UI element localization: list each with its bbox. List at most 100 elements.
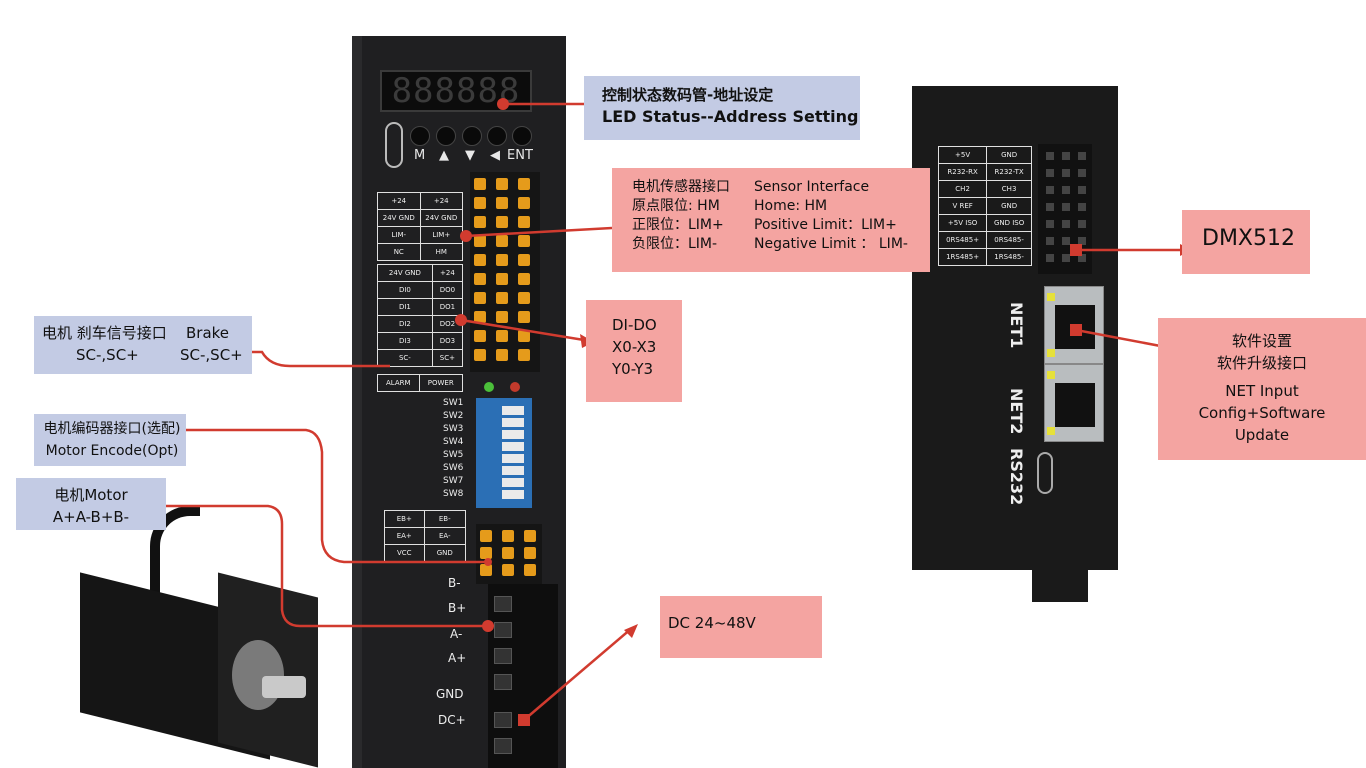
- alarm-led: [510, 382, 520, 392]
- button-label-up: ▲: [439, 148, 449, 163]
- header-pin: [1078, 203, 1086, 211]
- screw-terminal: [494, 648, 512, 664]
- header-pin: [1046, 152, 1054, 160]
- callout-text: 电机编码器接口(选配): [43, 421, 181, 437]
- motor-cable: [150, 506, 200, 616]
- power-label: DC+: [438, 713, 466, 727]
- power-label: POWER: [418, 374, 463, 392]
- net2-port[interactable]: [1044, 364, 1104, 442]
- button-label-ent: ENT: [507, 148, 533, 163]
- alarm-label: ALARM: [377, 374, 420, 392]
- callout-text: Positive Limit：LIM+: [754, 217, 897, 233]
- terminal-pin: [496, 197, 508, 209]
- down-button[interactable]: [462, 126, 482, 146]
- callout-text: SC-,SC+: [76, 346, 139, 364]
- screw-terminal: [494, 712, 512, 728]
- motor-hub: [232, 640, 284, 710]
- dip-label: SW6: [443, 463, 464, 473]
- terminal-pin: [518, 197, 530, 209]
- marker-dot: [482, 620, 494, 632]
- terminal-pin: [474, 311, 486, 323]
- terminal-pin: [474, 197, 486, 209]
- callout-net: 软件设置 软件升级接口 NET Input Config+Software Up…: [1158, 318, 1366, 460]
- header-pin: [1046, 254, 1054, 262]
- callout-text: 软件升级接口: [1216, 354, 1307, 372]
- header-pin: [1046, 237, 1054, 245]
- header-pin: [1046, 203, 1054, 211]
- terminal-pin: [496, 273, 508, 285]
- terminal-pin: [518, 292, 530, 304]
- header-pin: [1062, 186, 1070, 194]
- callout-text: Negative Limit ： LIM-: [754, 236, 908, 252]
- terminal-pin: [518, 178, 530, 190]
- terminal-pin: [474, 235, 486, 247]
- terminal-pin: [524, 530, 536, 542]
- power-label: B-: [448, 576, 461, 590]
- callout-text: DI-DO: [612, 316, 657, 334]
- callout-text: SC-,SC+: [180, 346, 243, 364]
- terminal-pin: [502, 547, 514, 559]
- marker-dot: [484, 558, 492, 566]
- callout-motor: 电机Motor A+A-B+B-: [16, 478, 166, 530]
- ent-button[interactable]: [512, 126, 532, 146]
- dip-label: SW3: [443, 424, 464, 434]
- terminal-pin: [502, 564, 514, 576]
- dip-label: SW4: [443, 437, 464, 447]
- terminal-pin: [518, 216, 530, 228]
- rs232-port[interactable]: [1037, 452, 1053, 494]
- callout-text: 软件设置: [1231, 332, 1292, 350]
- terminal-pin: [496, 178, 508, 190]
- callout-text: LED Status--Address Setting: [602, 107, 859, 126]
- terminal-pin: [474, 254, 486, 266]
- callout-dmx: DMX512: [1182, 210, 1310, 274]
- screw-terminal: [494, 738, 512, 754]
- up-button[interactable]: [436, 126, 456, 146]
- dip-label: SW7: [443, 476, 464, 486]
- arrow-head: [624, 624, 638, 638]
- header-pin: [1062, 152, 1070, 160]
- header-pin: [1062, 254, 1070, 262]
- callout-text: 负限位：LIM-: [632, 236, 718, 252]
- terminal-pin: [518, 349, 530, 361]
- terminal-pin: [524, 564, 536, 576]
- marker-square: [1070, 244, 1082, 256]
- leader-dido: [460, 318, 585, 342]
- dmx-header[interactable]: [1038, 144, 1092, 274]
- led-display: 888888: [380, 70, 532, 112]
- motor-shaft: [262, 676, 306, 698]
- terminal-pin: [474, 273, 486, 285]
- power-connector[interactable]: [488, 584, 558, 768]
- header-pin: [1062, 237, 1070, 245]
- callout-text: Update: [1234, 426, 1290, 444]
- header-pin: [1078, 152, 1086, 160]
- dip-label: SW1: [443, 398, 464, 408]
- header-pin: [1078, 186, 1086, 194]
- header-pin: [1078, 254, 1086, 262]
- m-button[interactable]: [410, 126, 430, 146]
- header-pin: [1046, 186, 1054, 194]
- callout-text: NET Input: [1225, 382, 1299, 400]
- callout-sensor: 电机传感器接口 原点限位: HM 正限位：LIM+ 负限位：LIM- Senso…: [612, 168, 930, 272]
- left-button[interactable]: [487, 126, 507, 146]
- dip-switch[interactable]: [476, 398, 532, 508]
- callout-text: Motor Encode(Opt): [45, 443, 179, 459]
- header-pin: [1062, 203, 1070, 211]
- pin-cell: 1RS485+: [937, 248, 988, 266]
- terminal-cell: SC+: [431, 349, 464, 367]
- header-pin: [1078, 220, 1086, 228]
- terminal-pin: [474, 330, 486, 342]
- callout-dc: DC 24~48V: [660, 596, 822, 658]
- dip-label: SW5: [443, 450, 464, 460]
- callout-text: 电机Motor: [54, 486, 128, 504]
- terminal-pin: [496, 254, 508, 266]
- callout-text: Y0-Y3: [612, 360, 654, 378]
- terminal-pin: [474, 216, 486, 228]
- terminal-pin: [518, 235, 530, 247]
- terminal-pin: [496, 216, 508, 228]
- header-pin: [1046, 220, 1054, 228]
- terminal-pin: [518, 311, 530, 323]
- callout-text: 电机 刹车信号接口: [42, 324, 167, 342]
